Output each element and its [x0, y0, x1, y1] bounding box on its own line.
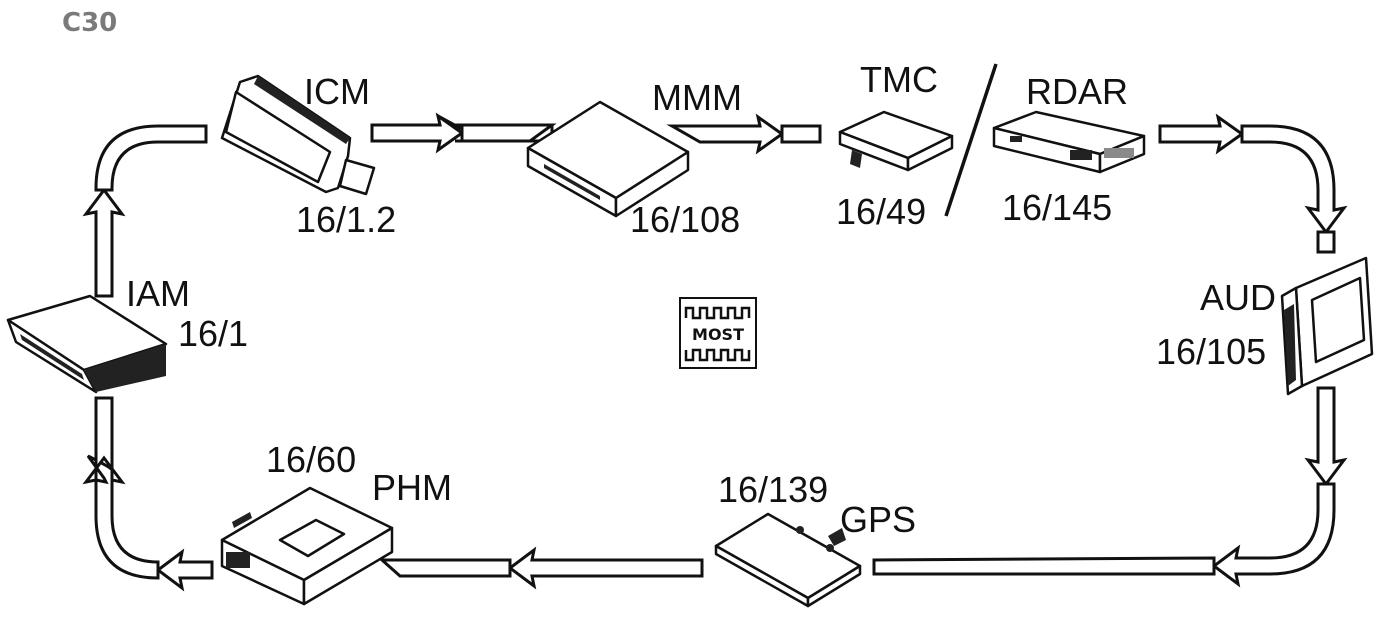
mmm-name-label: MMM	[652, 77, 742, 118]
most-bus-icon: MOST	[679, 297, 757, 369]
link-icm-mmm-tail	[460, 123, 557, 143]
rdar-connectors	[1104, 148, 1134, 158]
link-iam-icm-rise	[82, 187, 126, 298]
icm-screen	[224, 90, 332, 184]
gps-side	[806, 564, 862, 608]
rdar-code-label: 16/145	[1002, 187, 1112, 228]
phm-side	[302, 526, 394, 606]
rdar-port-1	[1010, 136, 1022, 142]
iam-code-label: 16/1	[178, 313, 248, 354]
link-aud-gps-run	[872, 556, 1216, 576]
gps-code-label: 16/139	[718, 469, 828, 510]
gps-antenna-jack	[828, 528, 846, 546]
iam-side	[84, 344, 166, 392]
gps-screw-1	[796, 526, 804, 534]
most-icon-label: MOST	[692, 325, 744, 344]
link-phm-iam-run	[155, 548, 214, 592]
icm-connector	[338, 158, 376, 196]
icm-code-label: 16/1.2	[296, 199, 396, 240]
tmc-module[interactable]	[838, 110, 954, 172]
phm-module[interactable]	[220, 486, 394, 606]
link-rdar-aud	[1158, 113, 1245, 155]
rdar-module[interactable]	[992, 110, 1146, 174]
aud-module[interactable]	[1280, 256, 1374, 396]
link-rdar-aud-drop	[1316, 230, 1336, 254]
tmc-plug	[850, 150, 862, 168]
ring-connections	[82, 112, 1348, 592]
aud-code-label: 16/105	[1156, 331, 1266, 372]
link-aud-gps-drop	[1304, 386, 1348, 487]
link-mmm-tmc-tail	[780, 124, 822, 144]
phm-name-label: PHM	[372, 467, 452, 508]
phm-cradle	[278, 518, 346, 558]
aud-fins	[1284, 304, 1296, 386]
gps-module[interactable]	[714, 512, 862, 608]
iam-slot	[20, 334, 84, 380]
link-aud-gps-curve	[1211, 482, 1336, 588]
tmc-side	[906, 134, 954, 172]
mmm-module[interactable]	[526, 100, 690, 218]
mmm-side	[614, 150, 690, 218]
rdar-name-label: RDAR	[1026, 71, 1128, 112]
link-gps-phm	[507, 546, 704, 590]
icm-module[interactable]	[220, 74, 376, 196]
tmc-rdar-alternative-slash	[944, 63, 998, 217]
rdar-port-2	[1070, 150, 1092, 160]
gps-name-label: GPS	[840, 499, 916, 540]
link-iam-icm-curve	[94, 124, 208, 192]
most-signal-bottom	[684, 348, 751, 362]
most-signal-top	[684, 306, 751, 320]
link-phm-iam-rise	[82, 396, 126, 485]
gps-screw-2	[826, 544, 834, 552]
icm-name-label: ICM	[304, 71, 370, 112]
tmc-name-label: TMC	[860, 59, 938, 100]
iam-module[interactable]	[6, 294, 168, 394]
link-gps-phm-tail	[378, 558, 512, 578]
mmm-code-label: 16/108	[630, 199, 740, 240]
iam-name-label: IAM	[126, 273, 190, 314]
link-icm-mmm-body	[370, 112, 465, 154]
link-phm-iam-curve	[86, 454, 160, 580]
phm-connector	[226, 552, 250, 568]
icm-bezel-edge	[254, 76, 350, 144]
link-rdar-aud-curve	[1240, 124, 1348, 235]
page-title: C30	[62, 8, 118, 38]
aud-cover	[1310, 276, 1366, 364]
link-mmm-tmc	[666, 113, 785, 155]
phm-code-label: 16/60	[266, 439, 356, 480]
phm-cable-clip	[232, 512, 252, 528]
aud-name-label: AUD	[1200, 277, 1276, 318]
tmc-code-label: 16/49	[836, 191, 926, 232]
mmm-disc-slot	[544, 164, 600, 200]
